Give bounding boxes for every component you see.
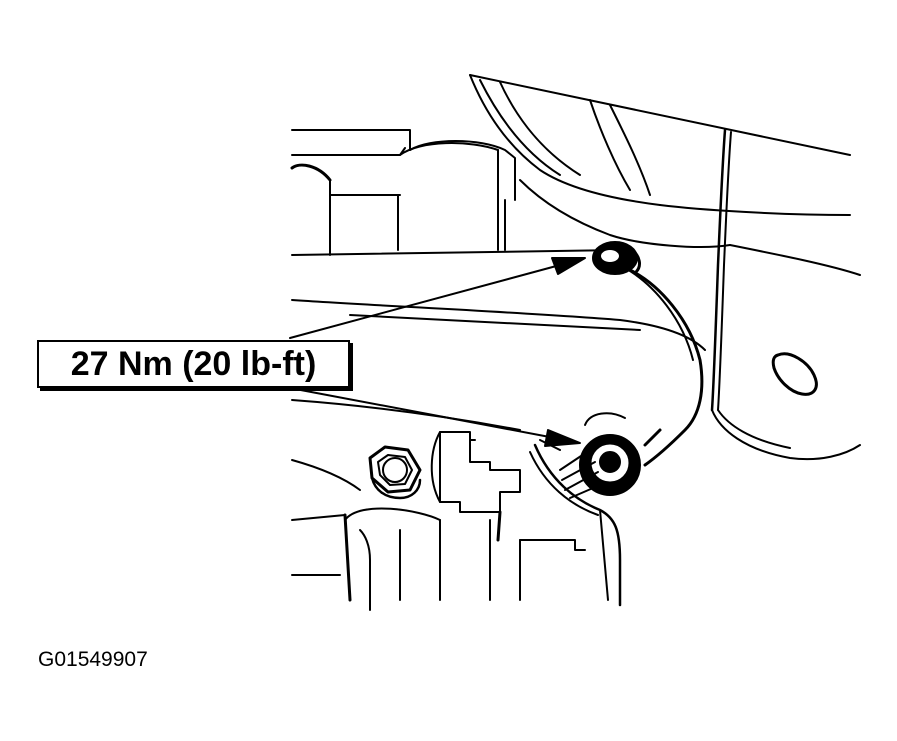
hex-bolt bbox=[368, 445, 422, 500]
wire-harness bbox=[624, 267, 704, 467]
engine-block bbox=[290, 129, 706, 451]
torque-callout-box: 27 Nm (20 lb-ft) bbox=[37, 340, 350, 388]
upper-fastener bbox=[592, 241, 641, 275]
lower-fastener bbox=[559, 412, 662, 499]
upper-bracket bbox=[469, 74, 861, 461]
torque-spec-label: 27 Nm (20 lb-ft) bbox=[70, 344, 317, 383]
leader-arrows bbox=[289, 257, 586, 447]
figure-id-label: G01549907 bbox=[38, 648, 148, 671]
lower-mount bbox=[291, 431, 622, 611]
